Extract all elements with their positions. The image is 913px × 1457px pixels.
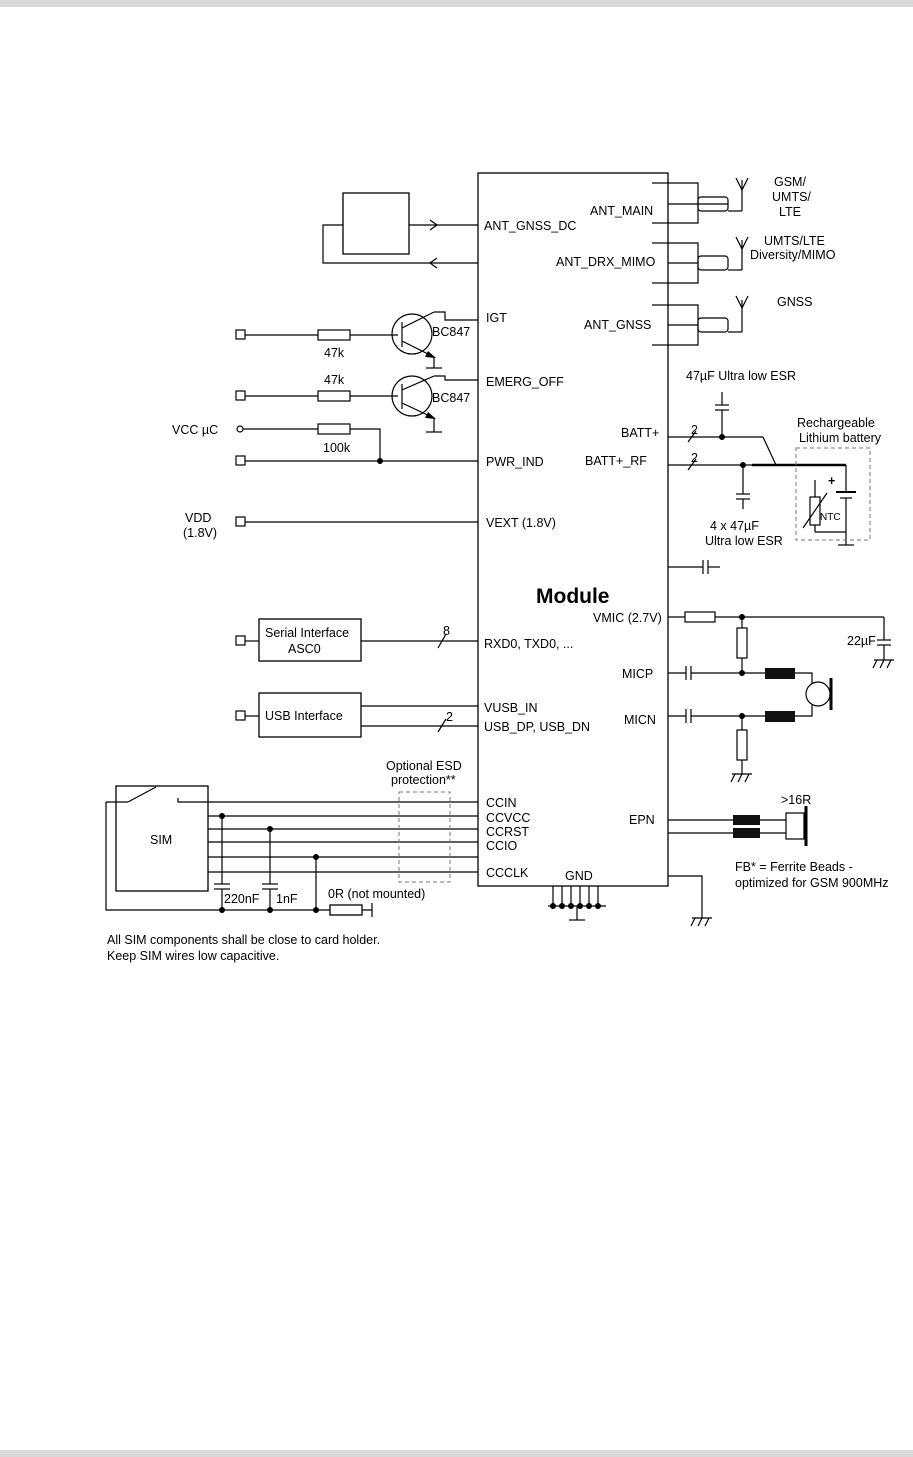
antenna-drx-label-2: Diversity/MIMO — [750, 248, 836, 262]
pin-ccrst: CCRST — [486, 825, 529, 839]
pin-vext: VEXT (1.8V) — [486, 516, 556, 530]
gnss-dc-feed — [322, 192, 478, 269]
right-stub-capacitor — [668, 560, 720, 574]
pin-batt-rf: BATT+_RF — [585, 454, 647, 468]
module-box — [477, 172, 669, 887]
pin-vusb-in: VUSB_IN — [484, 701, 538, 715]
usb-bus-width: 2 — [446, 710, 453, 724]
battery-circuit: 2 2 + NTC 47µF Ultra low ESR Rechargeabl… — [668, 369, 882, 548]
pwr-resistor-label: 100k — [323, 441, 351, 455]
igt-circuit: BC847 47k — [235, 311, 478, 369]
pin-epn: EPN — [629, 813, 655, 827]
serial-box-line2: ASC0 — [288, 642, 321, 656]
vext-circuit: VDD (1.8V) — [183, 511, 478, 540]
igt-resistor-label: 47k — [324, 346, 345, 360]
esd-label-1: Optional ESD — [386, 759, 462, 773]
pin-ant-main: ANT_MAIN — [590, 204, 653, 218]
pin-batt: BATT+ — [621, 426, 659, 440]
pwr-ind-circuit: VCC µC 100k — [172, 423, 478, 466]
microphone-circuit: 22µF — [668, 611, 894, 783]
emerg-off-circuit: BC847 47k — [235, 373, 478, 433]
sim-resistor-label: 0R (not mounted) — [328, 887, 425, 901]
pin-ccclk: CCCLK — [486, 866, 529, 880]
emerg-transistor-label: BC847 — [432, 391, 470, 405]
serial-box-line1: Serial Interface — [265, 626, 349, 640]
pin-gnd: GND — [565, 869, 593, 883]
antenna-main-group: GSM/ UMTS/ LTE — [652, 175, 811, 224]
batt-rf-cap-label-1: 4 x 47µF — [710, 519, 759, 533]
module-title: Module — [536, 585, 610, 608]
pin-ccvcc: CCVCC — [486, 811, 530, 825]
antenna-main-label-1: GSM/ — [774, 175, 806, 189]
batt-bus-width: 2 — [691, 423, 698, 437]
usb-interface: USB Interface 2 — [235, 692, 478, 738]
usb-box-label: USB Interface — [265, 709, 343, 723]
ferrite-note-1: FB* = Ferrite Beads - — [735, 860, 853, 874]
antenna-main-label-2: UMTS/ — [772, 190, 811, 204]
vdd-label-1: VDD — [185, 511, 211, 525]
antenna-main-label-3: LTE — [779, 205, 801, 219]
antenna-drx-group: UMTS/LTE Diversity/MIMO — [652, 234, 836, 284]
serial-interface: Serial Interface ASC0 8 — [235, 618, 478, 662]
speaker-label: >16R — [781, 793, 811, 807]
pin-ant-drx-mimo: ANT_DRX_MIMO — [556, 255, 656, 269]
sim-cap-220nf: 220nF — [224, 892, 260, 906]
pin-micp: MICP — [622, 667, 653, 681]
antenna-gnss-group: GNSS — [652, 295, 812, 346]
earpiece-circuit: >16R FB* = Ferrite Beads - optimized for… — [668, 793, 889, 927]
vdd-label-2: (1.8V) — [183, 526, 217, 540]
pin-ant-gnss-dc: ANT_GNSS_DC — [484, 219, 576, 233]
bottom-page-bar — [0, 1450, 913, 1457]
pin-ccio: CCIO — [486, 839, 518, 853]
battery-plus: + — [828, 474, 835, 488]
battery-label-2: Lithium battery — [799, 431, 882, 445]
emerg-resistor-label: 47k — [324, 373, 345, 387]
vmic-cap-label: 22µF — [847, 634, 876, 648]
pin-pwr-ind: PWR_IND — [486, 455, 544, 469]
pin-ant-gnss: ANT_GNSS — [584, 318, 651, 332]
ntc-label: NTC — [820, 512, 841, 523]
antenna-drx-label-1: UMTS/LTE — [764, 234, 825, 248]
pin-vmic: VMIC (2.7V) — [593, 611, 662, 625]
sim-circuit: SIM 220nF 1nF 0R (not mounted) Optional … — [105, 759, 478, 917]
pin-ccin: CCIN — [486, 796, 517, 810]
top-page-bar — [0, 0, 913, 7]
batt-cap-label: 47µF Ultra low ESR — [686, 369, 796, 383]
serial-bus-width: 8 — [443, 624, 450, 638]
sim-cap-1nf: 1nF — [276, 892, 298, 906]
pin-usb-dp-dn: USB_DP, USB_DN — [484, 720, 590, 734]
battery-label-1: Rechargeable — [797, 416, 875, 430]
antenna-gnss-label: GNSS — [777, 295, 812, 309]
sim-footnote-2: Keep SIM wires low capacitive. — [107, 949, 279, 963]
vcc-uc-label: VCC µC — [172, 423, 218, 437]
igt-transistor-label: BC847 — [432, 325, 470, 339]
ferrite-note-2: optimized for GSM 900MHz — [735, 876, 889, 890]
sim-label: SIM — [150, 833, 172, 847]
batt-rf-cap-label-2: Ultra low ESR — [705, 534, 783, 548]
pin-emerg-off: EMERG_OFF — [486, 375, 564, 389]
gnd-pins — [548, 886, 606, 921]
pin-rxd0-txd0: RXD0, TXD0, ... — [484, 637, 573, 651]
pin-micn: MICN — [624, 713, 656, 727]
batt-rf-bus-width: 2 — [691, 451, 698, 465]
pin-igt: IGT — [486, 311, 507, 325]
esd-label-2: protection** — [391, 773, 456, 787]
sim-footnote-1: All SIM components shall be close to car… — [107, 933, 380, 947]
